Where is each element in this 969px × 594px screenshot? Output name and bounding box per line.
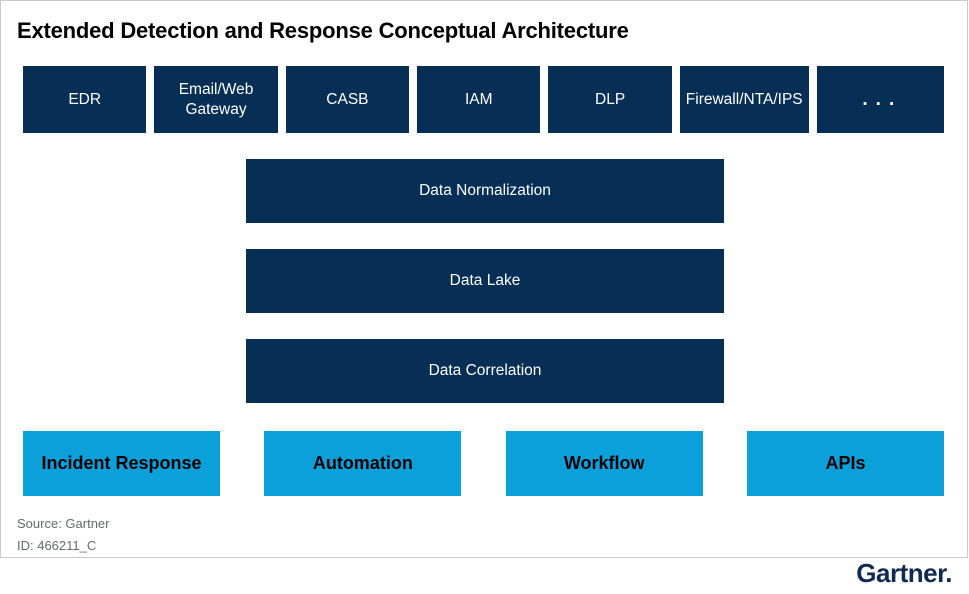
footnote: Source: Gartner ID: 466211_C xyxy=(17,513,110,557)
source-box-edr: EDR xyxy=(23,66,147,133)
function-box-incident-response: Incident Response xyxy=(23,431,220,496)
source-box-email-web-gateway: Email/Web Gateway xyxy=(154,66,278,133)
source-box-ellipsis: ... xyxy=(816,66,944,133)
source-box-dlp: DLP xyxy=(548,66,672,133)
function-box-workflow: Workflow xyxy=(505,431,703,496)
functions-row: Incident Response Automation Workflow AP… xyxy=(23,431,944,496)
footnote-source: Source: Gartner xyxy=(17,516,110,531)
source-box-casb: CASB xyxy=(285,66,410,133)
layer-box-data-lake: Data Lake xyxy=(246,249,724,313)
footnote-id: ID: 466211_C xyxy=(17,538,97,553)
function-box-automation: Automation xyxy=(264,431,462,496)
security-sources-row: EDR Email/Web Gateway CASB IAM DLP Firew… xyxy=(23,66,944,133)
layer-box-data-normalization: Data Normalization xyxy=(246,159,724,223)
source-box-iam: IAM xyxy=(417,66,541,133)
source-box-firewall-nta-ips: Firewall/NTA/IPS xyxy=(679,66,809,133)
data-layers-stack: Data Normalization Data Lake Data Correl… xyxy=(246,159,724,403)
layer-box-data-correlation: Data Correlation xyxy=(246,339,724,403)
page-title: Extended Detection and Response Conceptu… xyxy=(17,18,629,43)
function-box-apis: APIs xyxy=(746,431,944,496)
gartner-logo: Gartner. xyxy=(856,558,952,588)
